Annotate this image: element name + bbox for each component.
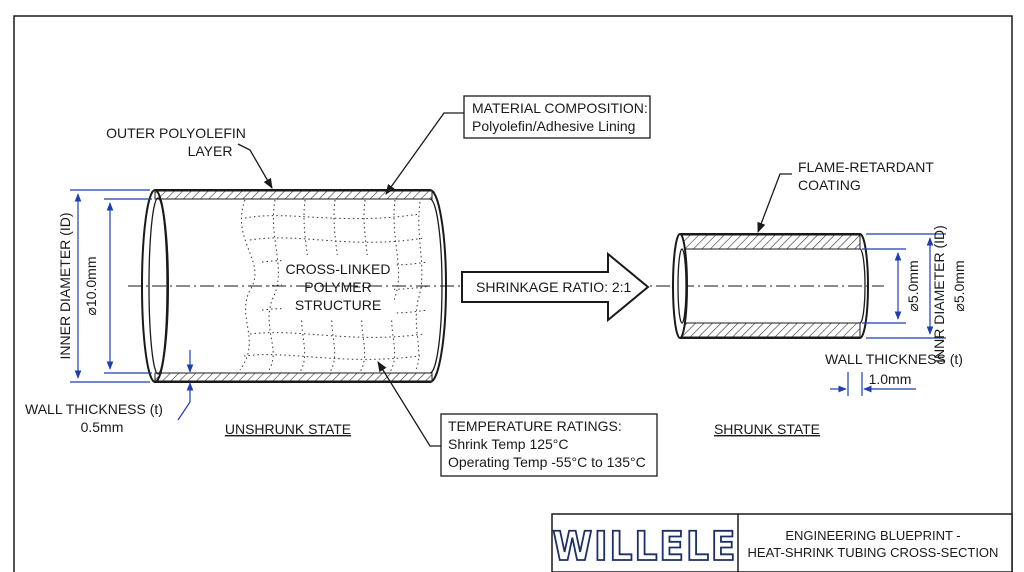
temperature-callout-box [440, 413, 658, 477]
wall-thickness-left-label: WALL THICKNESS (t) [25, 401, 163, 417]
temperature-label-line2: Shrink Temp 125°C [448, 436, 569, 452]
temperature-label-line3: Operating Temp -55°C to 135°C [448, 454, 646, 470]
shrunk-tube [672, 233, 869, 339]
wall-thickness-left-value: 0.5mm [81, 419, 124, 435]
inner-diameter-right-value: ⌀5.0mm [951, 260, 967, 311]
material-label-line1: MATERIAL COMPOSITION: [472, 100, 648, 116]
unshrunk-wall-top [154, 190, 433, 200]
title-block: WILLELE ENGINEERING BLUEPRINT - HEAT-SHR… [551, 513, 1013, 572]
cross-linked-label-line1: CROSS-LINKED [285, 261, 390, 277]
shrinkage-arrow [461, 251, 650, 323]
sheet-border [13, 15, 1013, 572]
temperature-leader [377, 361, 441, 447]
unshrunk-wall-bottom [154, 372, 433, 382]
outer-layer-leader [237, 143, 273, 189]
outer-layer-label-line1: OUTER POLYOLEFIN [106, 125, 246, 141]
title-line1: ENGINEERING BLUEPRINT - [785, 528, 960, 543]
inner-diameter-left-label: INNER DIAMETER (ID) [57, 213, 73, 360]
shrunk-state-label: SHRUNK STATE [714, 421, 820, 437]
outer-layer-label-line2: LAYER [188, 143, 233, 159]
cross-linked-label-line2: POLYMER [304, 279, 371, 295]
flame-leader [757, 173, 792, 233]
wall-thickness-right-value: 1.0mm [869, 371, 912, 387]
right-dimensions [830, 233, 946, 396]
diameter-left-value: ⌀10.0mm [83, 256, 99, 315]
shrunk-wall-top [679, 234, 861, 250]
flame-label-line1: FLAME-RETARDANT [798, 159, 934, 175]
material-label-line2: Polyolefin/Adhesive Lining [472, 118, 635, 134]
title-line2: HEAT-SHRINK TUBING CROSS-SECTION [748, 545, 999, 560]
shrunk-wall-bottom [679, 322, 861, 338]
inner-diameter-right-label: INNR DIAMETER (ID) [931, 225, 947, 363]
shrunk-end-face [672, 233, 688, 339]
temperature-label-line1: TEMPERATURE RATINGS: [448, 418, 622, 434]
diameter-right-value: ⌀5.0mm [905, 260, 921, 311]
cross-linked-label-line3: STRUCTURE [295, 297, 381, 313]
wall-thickness-right-label: WALL THICKNESS (t) [825, 351, 963, 367]
shrinkage-ratio-label: SHRINKAGE RATIO: 2:1 [476, 279, 632, 295]
cross-linked-mesh [239, 199, 431, 373]
flame-label-line2: COATING [798, 177, 861, 193]
unshrunk-state-label: UNSHRUNK STATE [225, 421, 351, 437]
logo: WILLELE [552, 524, 737, 570]
left-dimensions [70, 189, 194, 421]
material-callout-box [463, 95, 651, 139]
material-leader [385, 112, 464, 195]
